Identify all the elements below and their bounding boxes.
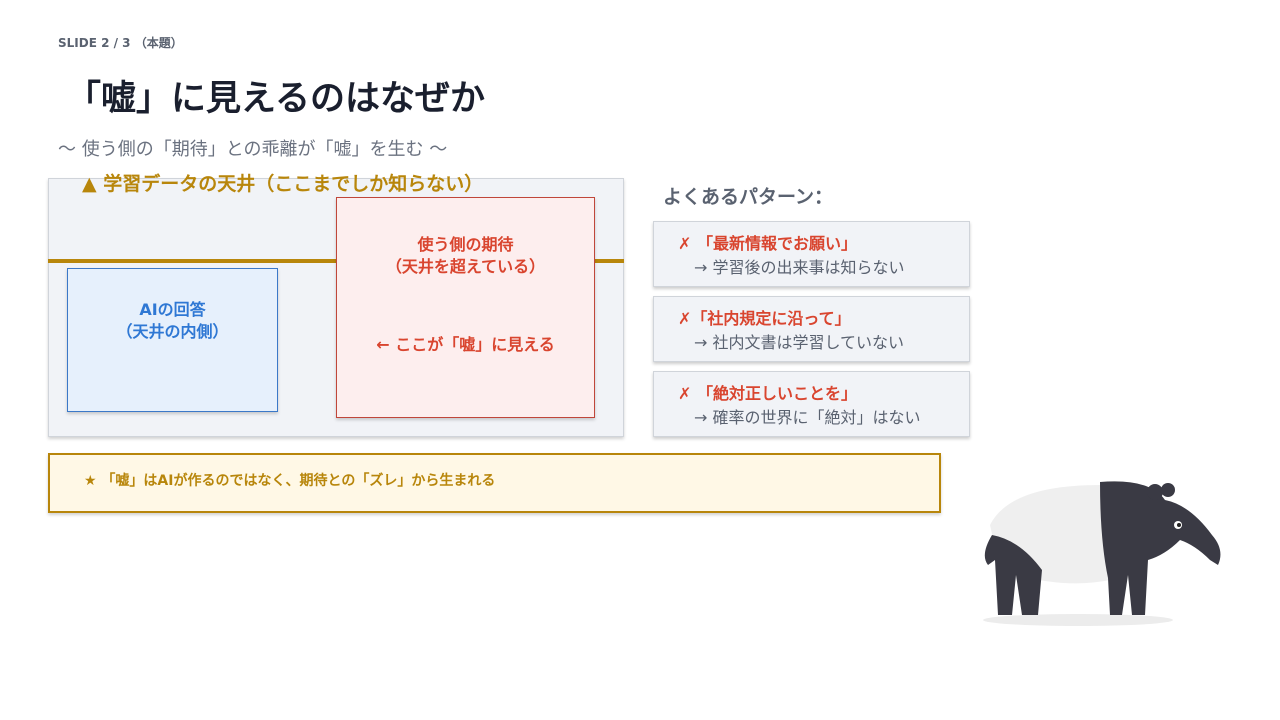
page-title: 「嘘」に見えるのはなぜか — [66, 79, 485, 119]
expect-box-note: ← ここが「嘘」に見える — [376, 335, 555, 354]
pattern-card: ✗ 「最新情報でお願い」 → 学習後の出来事は知らない — [653, 221, 970, 287]
patterns-heading: よくあるパターン： — [663, 186, 834, 208]
key-message-banner: ★ 「嘘」はAIが作るのではなく、期待との「ズレ」から生まれる — [48, 453, 941, 513]
pattern-card: ✗ 「絶対正しいことを」 → 確率の世界に「絶対」はない — [653, 371, 970, 437]
ai-box-subtitle: （天井の内側） — [116, 322, 229, 341]
pattern-quote: ✗「社内規定に沿って」 — [678, 309, 851, 328]
ai-answer-box: AIの回答 （天井の内側） — [67, 268, 278, 412]
expect-box-subtitle: （天井を超えている） — [385, 257, 546, 276]
subtitle: 〜 使う側の「期待」との乖離が「嘘」を生む 〜 — [58, 139, 448, 160]
expect-box-title: 使う側の期待 — [417, 235, 514, 254]
ceiling-label: ▲ 学習データの天井（ここまでしか知らない） — [82, 173, 484, 195]
ai-box-title: AIの回答 — [139, 300, 206, 319]
pattern-answer: → 学習後の出来事は知らない — [694, 258, 905, 277]
pattern-card: ✗「社内規定に沿って」 → 社内文書は学習していない — [653, 296, 970, 362]
user-expectation-box: 使う側の期待 （天井を超えている） ← ここが「嘘」に見える — [336, 197, 595, 418]
pattern-quote: ✗ 「絶対正しいことを」 — [678, 384, 857, 403]
pattern-quote: ✗ 「最新情報でお願い」 — [678, 234, 857, 253]
slide-label: SLIDE 2 / 3 （本題） — [58, 36, 183, 50]
pattern-answer: → 確率の世界に「絶対」はない — [694, 408, 921, 427]
pattern-answer: → 社内文書は学習していない — [694, 333, 905, 352]
tapir-illustration — [983, 481, 1221, 626]
